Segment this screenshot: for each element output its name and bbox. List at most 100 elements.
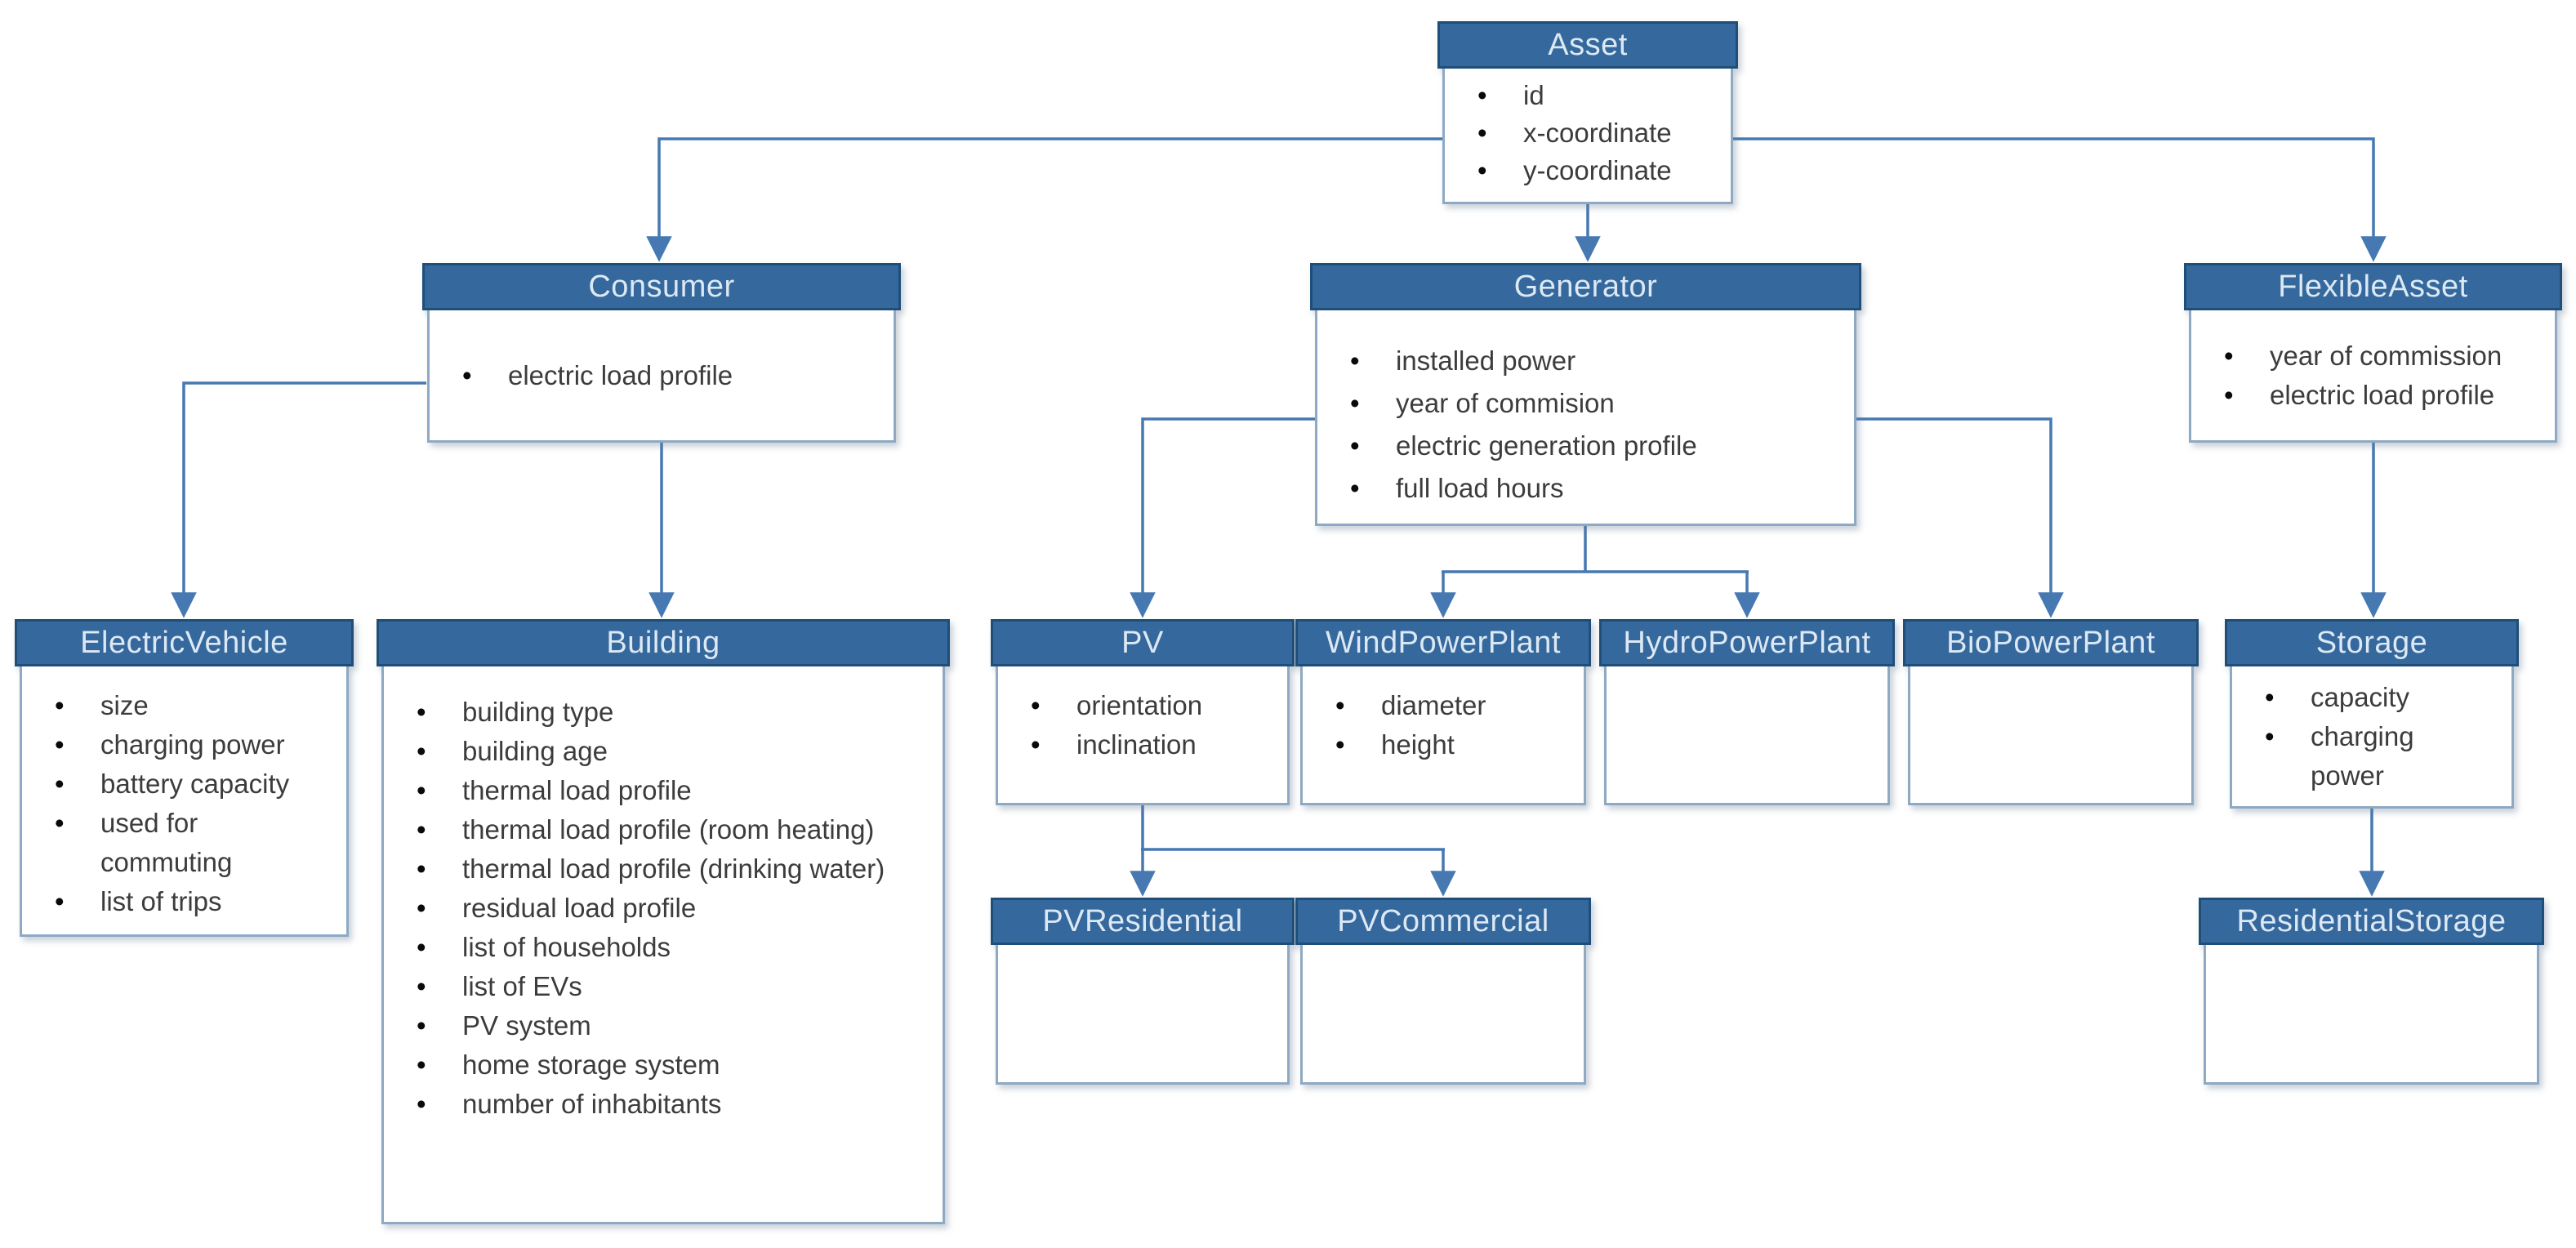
attribute-item: used for commuting [55,804,322,882]
class-box-consumer: Consumer electric load profile [422,263,901,443]
attribute-item: size [55,686,322,725]
class-body-pv: orientationinclination [996,664,1290,805]
attribute-item: orientation [1031,686,1263,725]
class-attributes-consumer: electric load profile [430,356,894,395]
class-title-pv: PV [1121,625,1164,660]
class-box-building: Building building typebuilding age therma… [377,619,950,1224]
class-body-residentialstorage [2204,943,2539,1085]
attribute-item: building type [417,693,889,732]
attribute-item: capacity [2265,678,2487,717]
connector-asset-flexibleasset [1733,137,2387,262]
class-header-pvresidential: PVResidential [991,898,1295,945]
class-header-building: Building [377,619,950,666]
class-box-residentialstorage: ResidentialStorage [2199,898,2544,1085]
attribute-item: year of commision [1350,382,1829,425]
class-box-generator: Generator installed poweryear of commisi… [1310,263,1861,526]
class-body-flexibleasset: year of commissionelectric load profile [2189,308,2557,443]
class-header-consumer: Consumer [422,263,901,310]
attribute-item: home storage system [417,1045,889,1085]
class-header-asset: Asset [1437,21,1738,69]
class-title-flexibleasset: FlexibleAsset [2278,269,2468,304]
class-box-hydropowerplant: HydroPowerPlant [1599,619,1895,805]
class-box-electricvehicle: ElectricVehicle sizecharging powerbatter… [15,619,354,937]
class-attributes-residentialstorage [2206,945,2537,965]
class-body-pvresidential [996,943,1290,1085]
attribute-item: installed power [1350,340,1829,382]
class-body-asset: idx-coordinatey-coordinate [1442,66,1733,204]
class-body-consumer: electric load profile [427,308,896,443]
class-attributes-building: building typebuilding age thermal load pr… [384,666,943,1124]
attribute-item: electric load profile [2224,376,2530,415]
attribute-item: diameter [1335,686,1559,725]
class-attributes-flexibleasset: year of commissionelectric load profile [2191,310,2555,415]
class-attributes-pvcommercial [1303,945,1584,965]
attribute-item: thermal load profile (drinking water) [417,849,889,889]
class-header-windpowerplant: WindPowerPlant [1295,619,1591,666]
attribute-item: full load hours [1350,467,1829,510]
class-header-biopowerplant: BioPowerPlant [1903,619,2199,666]
attribute-item: y-coordinate [1477,152,1706,189]
class-header-pvcommercial: PVCommercial [1295,898,1591,945]
attribute-item: list of EVs [417,967,889,1006]
connector-generator-biopowerplant [1854,417,2064,618]
attribute-item: thermal load profile (room heating) [417,810,889,849]
class-title-building: Building [606,625,720,660]
class-body-electricvehicle: sizecharging powerbattery capacityused f… [20,664,349,937]
class-attributes-hydropowerplant [1607,666,1887,686]
class-box-pv: PV orientationinclination [991,619,1295,805]
class-box-flexibleasset: FlexibleAsset year of commissionelectric… [2184,263,2562,443]
class-header-pv: PV [991,619,1295,666]
class-header-storage: Storage [2225,619,2519,666]
attribute-item: year of commission [2224,337,2530,376]
class-body-hydropowerplant [1604,664,1890,805]
attribute-item: list of trips [55,882,322,921]
class-title-electricvehicle: ElectricVehicle [80,625,288,660]
class-body-building: building typebuilding age thermal load pr… [381,664,945,1224]
class-body-generator: installed poweryear of commisionelectric… [1315,308,1856,526]
class-body-windpowerplant: diameterheight [1300,664,1586,805]
class-title-pvresidential: PVResidential [1042,903,1243,938]
class-title-storage: Storage [2315,625,2428,660]
class-header-electricvehicle: ElectricVehicle [15,619,354,666]
class-box-storage: Storage capacitycharging power [2225,619,2519,809]
class-body-biopowerplant [1908,664,2194,805]
class-attributes-pvresidential [998,945,1287,965]
class-title-asset: Asset [1548,27,1628,62]
class-attributes-windpowerplant: diameterheight [1303,666,1584,764]
class-box-biopowerplant: BioPowerPlant [1903,619,2199,805]
class-attributes-pv: orientationinclination [998,666,1287,764]
class-box-pvresidential: PVResidential [991,898,1295,1085]
connector-generator-pv [1130,417,1317,618]
attribute-item: building age [417,732,889,771]
attribute-item: height [1335,725,1559,764]
class-header-hydropowerplant: HydroPowerPlant [1599,619,1895,666]
attribute-item: charging power [55,725,322,764]
attribute-item: PV system [417,1006,889,1045]
class-body-storage: capacitycharging power [2230,664,2514,809]
attribute-item: residual load profile [417,889,889,928]
class-title-windpowerplant: WindPowerPlant [1326,625,1561,660]
attribute-item: list of households [417,928,889,967]
class-header-generator: Generator [1310,263,1861,310]
class-box-asset: Asset idx-coordinatey-coordinate [1437,21,1738,204]
class-header-residentialstorage: ResidentialStorage [2199,898,2544,945]
class-attributes-generator: installed poweryear of commisionelectric… [1317,310,1854,510]
class-title-residentialstorage: ResidentialStorage [2236,903,2507,938]
class-body-pvcommercial [1300,943,1586,1085]
attribute-item: electric generation profile [1350,425,1829,467]
attribute-item: id [1477,77,1706,114]
class-box-pvcommercial: PVCommercial [1295,898,1591,1085]
connector-asset-consumer [646,137,1442,262]
class-box-windpowerplant: WindPowerPlant diameterheight [1295,619,1591,805]
attribute-item: number of inhabitants [417,1085,889,1124]
attribute-item: x-coordinate [1477,114,1706,152]
attribute-item: electric load profile [462,356,869,395]
class-title-consumer: Consumer [588,269,735,304]
class-attributes-storage: capacitycharging power [2232,666,2511,796]
connector-consumer-electricvehicle [171,381,426,618]
class-attributes-asset: idx-coordinatey-coordinate [1445,69,1731,189]
class-title-hydropowerplant: HydroPowerPlant [1623,625,1871,660]
class-attributes-electricvehicle: sizecharging powerbattery capacityused f… [22,666,346,921]
attribute-item: inclination [1031,725,1263,764]
